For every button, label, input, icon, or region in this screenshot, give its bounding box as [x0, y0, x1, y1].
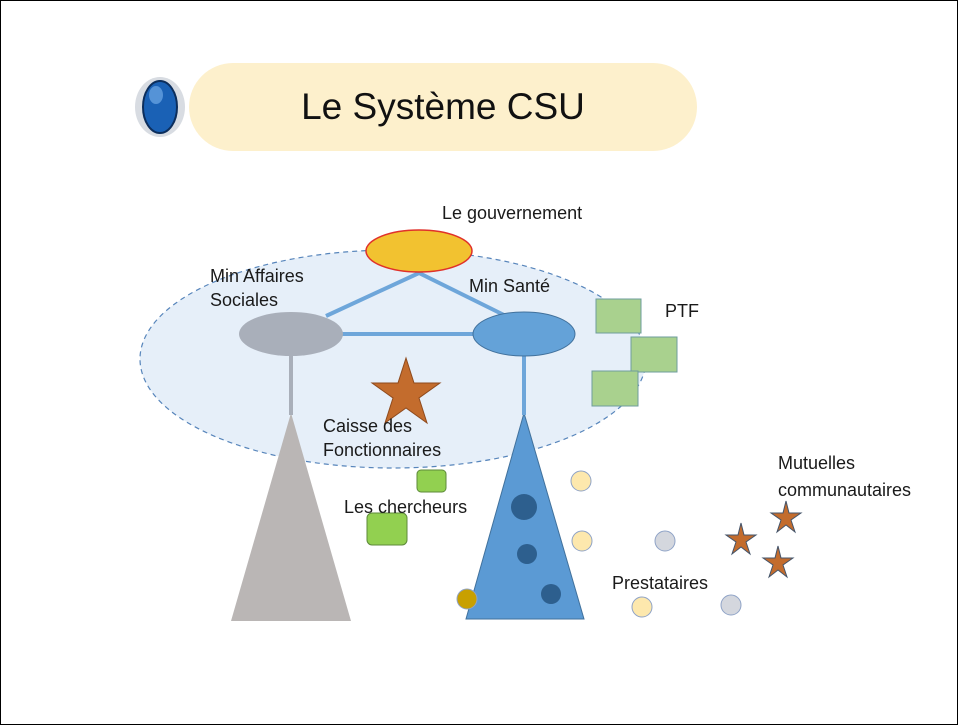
prestataire-dot-4 [631, 596, 653, 618]
caisse-star [370, 356, 442, 425]
mutuelle-star-1 [724, 522, 758, 556]
label-chercheurs: Les chercheurs [344, 497, 468, 517]
mutuelle-star-2 [769, 500, 803, 534]
label-mutuelles-1: Mutuelles [778, 453, 856, 473]
ptf-box-2 [630, 336, 678, 373]
grey-pyramid [231, 413, 351, 621]
gov-connector [325, 270, 507, 318]
ptf-box-3 [591, 370, 639, 407]
chercheurs-box-large [366, 512, 408, 546]
label-caisse-2: Fonctionnaires [323, 440, 442, 460]
label-gouvernement: Le gouvernement [442, 203, 583, 223]
prestataire-dot-1 [570, 470, 592, 492]
pyramid-dot-2 [517, 544, 537, 564]
label-ptf: PTF [665, 301, 699, 321]
mutuelle-star-3 [761, 545, 795, 579]
min-sante-node [472, 311, 576, 357]
title-banner [189, 63, 697, 151]
min-affaires-node [239, 312, 343, 356]
prestataire-dot-2 [571, 530, 593, 552]
prestataire-dot-5 [720, 594, 742, 616]
prestataire-dot-gold [456, 588, 478, 610]
chercheurs-box-small [416, 469, 447, 493]
label-min-sante: Min Santé [469, 276, 551, 296]
label-min-affaires-1: Min Affaires [210, 266, 304, 286]
ptf-box-1 [595, 298, 642, 334]
label-caisse-1: Caisse des [323, 416, 413, 436]
slide-title: Le Système CSU [301, 86, 585, 127]
label-min-affaires-2: Sociales [210, 290, 279, 310]
prestataire-dot-3 [654, 530, 676, 552]
label-mutuelles-2: communautaires [778, 480, 912, 500]
pyramid-dot-3 [541, 584, 561, 604]
gouvernement-node [365, 229, 473, 273]
label-prestataires: Prestataires [612, 573, 709, 593]
bullet-highlight [149, 86, 163, 104]
pyramid-dot-1 [511, 494, 537, 520]
